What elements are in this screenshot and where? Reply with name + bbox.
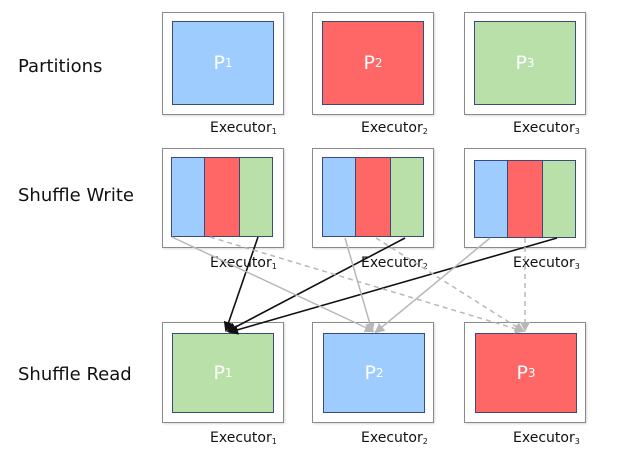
shuffle-block-blue xyxy=(474,160,508,238)
row-label-shuffle-read: Shuffle Read xyxy=(18,364,132,385)
executor-label-text: Executor xyxy=(513,430,575,446)
shuffle-block-red xyxy=(204,157,240,237)
executor-box-write-1 xyxy=(162,148,284,248)
executor-label-top-3: Executor3 xyxy=(513,120,580,136)
executor-index: 3 xyxy=(574,127,580,136)
partition-letter: P xyxy=(213,52,225,74)
shuffle-block-green xyxy=(542,160,576,238)
executor-label-text: Executor xyxy=(210,120,272,136)
executor-label-top-2: Executor2 xyxy=(361,120,428,136)
executor-label-text: Executor xyxy=(513,255,575,271)
partition-letter: P xyxy=(213,362,225,384)
partition-index: 1 xyxy=(224,56,233,70)
partition-letter: P xyxy=(516,362,528,384)
row-label-partitions: Partitions xyxy=(18,56,103,77)
shuffle-block-red xyxy=(355,157,391,237)
shuffle-block-red xyxy=(507,160,543,238)
executor-label-bottom-3: Executor3 xyxy=(513,430,580,446)
executor-index: 1 xyxy=(271,262,277,271)
executor-label-mid-3: Executor3 xyxy=(513,255,580,271)
row-label-shuffle-write: Shuffle Write xyxy=(18,185,134,206)
arrow-e3-green-to-p1 xyxy=(228,237,558,335)
partition-letter: P xyxy=(364,362,376,384)
partition-index: 3 xyxy=(527,366,536,380)
executor-label-text: Executor xyxy=(210,255,272,271)
arrow-e2-green-to-p1 xyxy=(226,237,406,332)
arrow-e2-blue-to-p2 xyxy=(344,237,375,333)
executor-label-text: Executor xyxy=(210,430,272,446)
arrow-e3-blue-to-p2 xyxy=(374,237,491,334)
executor-index: 3 xyxy=(574,437,580,446)
executor-index: 2 xyxy=(422,262,428,271)
executor-index: 1 xyxy=(271,127,277,136)
executor-index: 2 xyxy=(422,437,428,446)
executor-label-bottom-1: Executor1 xyxy=(210,430,277,446)
executor-label-top-1: Executor1 xyxy=(210,120,277,136)
arrow-e2-red-to-p3 xyxy=(375,237,525,333)
shuffle-block-blue xyxy=(171,157,205,237)
shuffle-block-blue xyxy=(322,157,356,237)
partition-index: 1 xyxy=(224,366,233,380)
executor-index: 3 xyxy=(574,262,580,271)
arrow-e1-green-to-p1 xyxy=(223,236,259,332)
shuffle-block-green xyxy=(239,157,273,237)
executor-label-mid-1: Executor1 xyxy=(210,255,277,271)
partition-letter: P xyxy=(363,52,375,74)
partition-index: 2 xyxy=(374,56,383,70)
executor-label-text: Executor xyxy=(361,255,423,271)
executor-label-text: Executor xyxy=(361,430,423,446)
executor-box-write-3 xyxy=(464,148,586,248)
arrow-e1-red-to-p3 xyxy=(209,236,525,334)
executor-label-text: Executor xyxy=(361,120,423,136)
executor-label-text: Executor xyxy=(513,120,575,136)
executor-label-bottom-2: Executor2 xyxy=(361,430,428,446)
arrow-e1-blue-to-p2 xyxy=(171,236,375,333)
partition-index: 2 xyxy=(375,366,384,380)
executor-box-write-2 xyxy=(312,148,434,248)
executor-index: 1 xyxy=(271,437,277,446)
executor-index: 2 xyxy=(422,127,428,136)
executor-label-mid-2: Executor2 xyxy=(361,255,428,271)
shuffle-block-green xyxy=(390,157,424,237)
partition-letter: P xyxy=(515,52,527,74)
partition-index: 3 xyxy=(526,56,535,70)
